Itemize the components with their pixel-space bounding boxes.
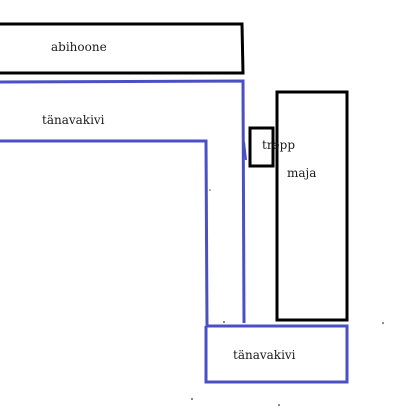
pavement-notch (243, 141, 247, 161)
speck-5 (209, 189, 211, 191)
label-maja: maja (287, 166, 316, 180)
abihoone-outline (0, 22, 245, 75)
speck-1 (223, 321, 225, 323)
speck-4 (382, 322, 384, 324)
speck-2 (191, 398, 193, 400)
label-abihoone: abihoone (51, 40, 107, 54)
trepp-outline (248, 126, 275, 168)
label-trepp: trepp (262, 138, 295, 152)
speck-3 (278, 404, 280, 406)
tanavakivi-bottom-outline (204, 324, 349, 384)
label-tanavakivi-top: tänavakivi (42, 113, 105, 127)
tanavakivi-top-outline (0, 79, 246, 327)
label-tanavakivi-bottom: tänavakivi (233, 348, 296, 362)
maja-outline (275, 90, 349, 322)
